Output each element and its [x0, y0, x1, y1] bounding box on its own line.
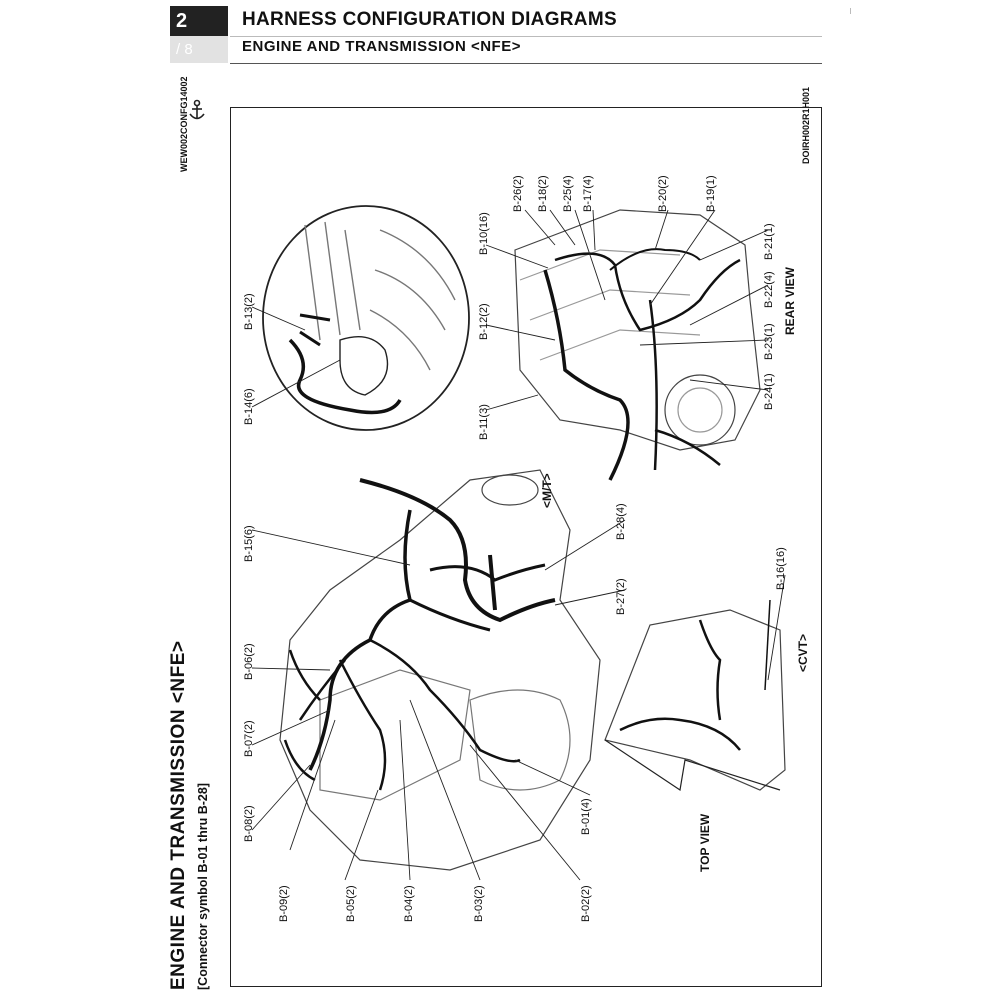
rear-view-engine [514, 209, 761, 481]
connector-label-b14: B-14(6) [243, 388, 255, 425]
rear-view-label: REAR VIEW [783, 266, 797, 335]
header-tick [850, 8, 851, 14]
connector-label-b27: B-27(2) [615, 578, 627, 615]
cvt-top-view [604, 599, 786, 792]
connector-label-b25: B-25(4) [562, 175, 574, 212]
diagram-frame [230, 107, 822, 987]
header-rule-bottom [230, 63, 822, 64]
connector-label-b19: B-19(1) [705, 175, 717, 212]
connector-label-b28: B-28(4) [615, 503, 627, 540]
section-number: 2 [170, 6, 228, 36]
header-rule-top [230, 36, 822, 37]
connector-label-b06: B-06(2) [243, 643, 255, 680]
connector-label-b05: B-05(2) [345, 885, 357, 922]
connector-label-b21: B-21(1) [763, 223, 775, 260]
page-subtitle: ENGINE AND TRANSMISSION <NFE> [242, 38, 521, 55]
connector-label-b26: B-26(2) [512, 175, 524, 212]
connector-label-b15: B-15(6) [243, 525, 255, 562]
leader-lines [251, 209, 786, 881]
connector-label-b17: B-17(4) [582, 175, 594, 212]
cvt-label: <CVT> [796, 633, 810, 672]
connector-label-b22: B-22(4) [763, 271, 775, 308]
inset-detail [262, 205, 470, 431]
main-engine [279, 469, 601, 871]
connector-label-b07: B-07(2) [243, 720, 255, 757]
top-view-label: TOP VIEW [698, 813, 712, 872]
page-fraction: / 8 [170, 36, 228, 63]
connector-label-b09: B-09(2) [278, 885, 290, 922]
connector-label-b12: B-12(2) [478, 303, 490, 340]
connector-label-b20: B-20(2) [657, 175, 669, 212]
connector-label-b18: B-18(2) [537, 175, 549, 212]
connector-label-b16: B-16(16) [775, 547, 787, 590]
connector-label-b13: B-13(2) [243, 293, 255, 330]
connector-label-b08: B-08(2) [243, 805, 255, 842]
connector-label-b11: B-11(3) [478, 404, 490, 440]
connector-label-b24: B-24(1) [763, 373, 775, 410]
connector-label-b04: B-04(2) [403, 885, 415, 922]
connector-label-b10: B-10(16) [478, 212, 490, 255]
connector-label-b01: B-01(4) [580, 798, 592, 835]
mt-label: <M/T> [540, 473, 554, 508]
connector-label-b02: B-02(2) [580, 885, 592, 922]
connector-label-b23: B-23(1) [763, 323, 775, 360]
page-title: HARNESS CONFIGURATION DIAGRAMS [242, 9, 617, 30]
connector-label-b03: B-03(2) [473, 885, 485, 922]
